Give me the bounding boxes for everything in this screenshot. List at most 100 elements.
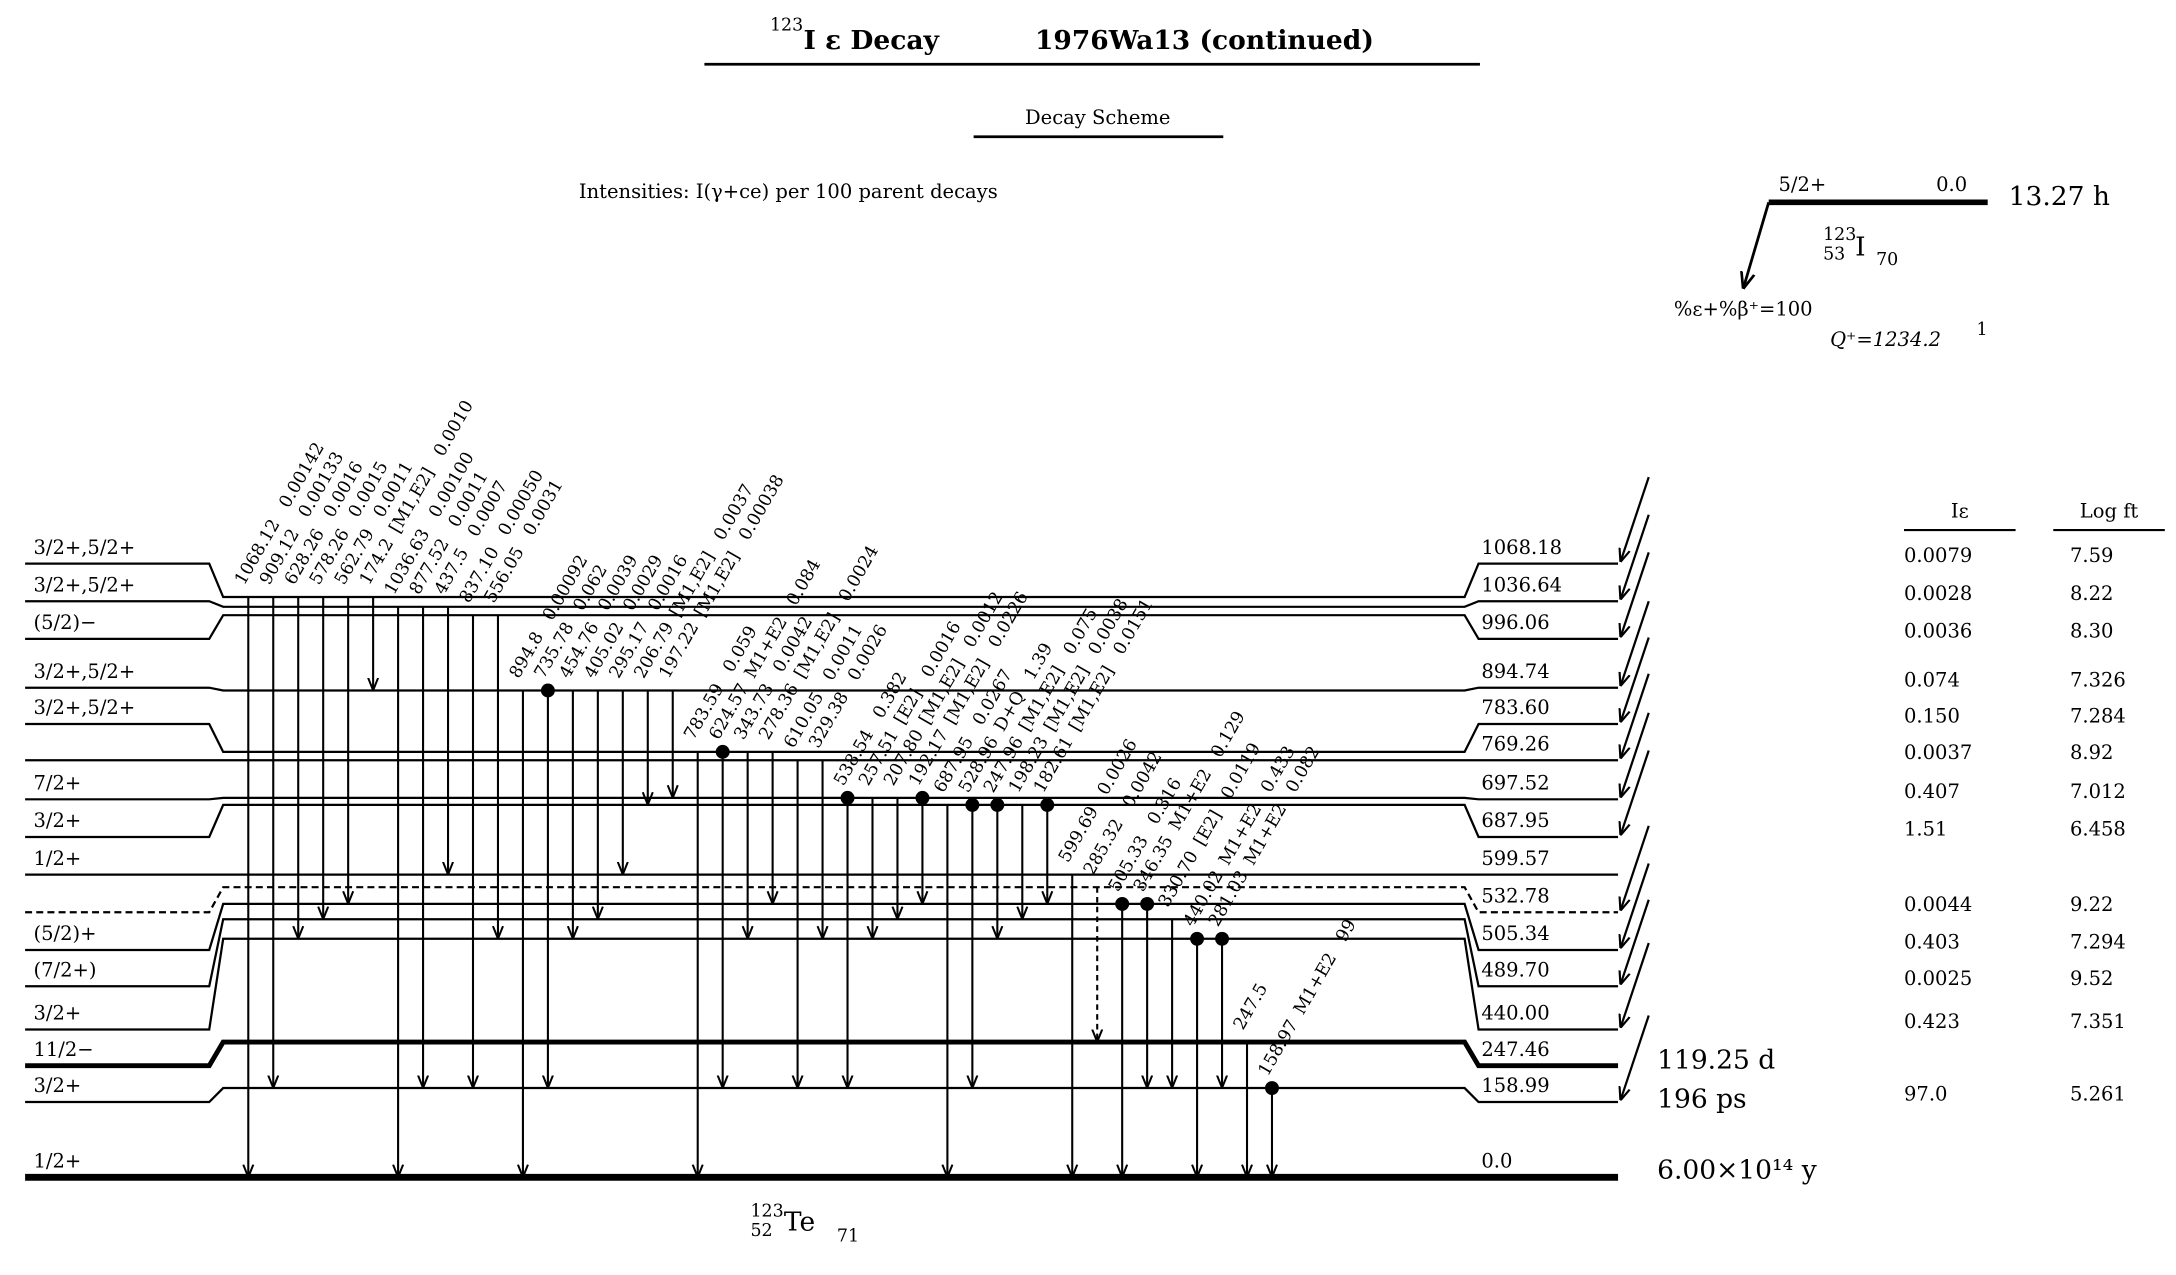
intensities-note: Intensities: I(γ+ce) per 100 parent deca… [579,180,998,203]
gamma-multipolarity: M1+E2 [1290,950,1341,1018]
coincidence-dot [1190,931,1205,946]
parent-z: 53 [1823,244,1845,264]
daughter-mass: 123 [750,1201,783,1221]
parent-q-value: Q⁺=1234.2 [1830,328,1941,351]
level-ie: 0.0028 [1904,582,1972,605]
daughter-z: 52 [750,1221,772,1241]
level-energy: 697.52 [1481,772,1549,795]
level-line [25,937,1619,1031]
level-logft: 8.92 [2070,741,2113,764]
coincidence-dot [1040,797,1055,812]
daughter-nuclide: 123 52 Te 71 [750,1201,859,1246]
level-ie: 0.407 [1904,780,1960,803]
level-jpi: 3/2+,5/2+ [33,536,135,559]
level-energy: 599.57 [1481,847,1549,870]
daughter-symbol: Te [784,1206,815,1237]
coincidence-dot [1215,931,1230,946]
level-logft: 8.30 [2070,620,2113,643]
level-line [25,614,1619,641]
level-energy: 505.34 [1481,922,1549,945]
ec-feeding-arrow [1621,673,1650,758]
level-ie: 0.0036 [1904,620,1972,643]
parent-decay-arrow [1744,201,1771,287]
level-line [25,562,1619,599]
title-mass: 123 [770,16,803,36]
ec-feeding-arrow [1621,600,1650,685]
gamma-energy: 247.5 [1230,980,1272,1033]
ec-feeding-arrow [1621,514,1650,599]
subtitle: Decay Scheme [1025,106,1170,129]
coincidence-dot [915,790,930,805]
level-energy: 687.95 [1481,809,1549,832]
coincidence-dot [965,797,980,812]
gamma-247.5: 247.5 [1230,980,1272,1176]
level-energy: 769.26 [1481,732,1549,755]
title-reference: 1976Wa13 (continued) [1035,25,1374,56]
level-logft: 7.59 [2070,544,2113,567]
parent-branching: %ε+%β⁺=100 [1674,297,1813,320]
logft-header: Log ft [2080,500,2139,523]
level-energy: 894.74 [1481,660,1549,683]
gamma-energy: 158.97 [1255,1017,1303,1080]
level-ie: 0.403 [1904,931,1960,954]
parent-energy: 0.0 [1936,173,1967,196]
levels: 3/2+,5/2+ 1068.18 0.0079 7.593/2+,5/2+1036.… [25,476,2126,1186]
level-energy: 1068.18 [1481,536,1562,559]
level-energy: 158.99 [1481,1074,1549,1097]
level-logft: 7.284 [2070,705,2126,728]
level-energy: 532.78 [1481,885,1549,908]
level-783.60: 3/2+,5/2+ 783.60 0.150 7.284 [25,637,2126,753]
level-logft: 5.261 [2070,1083,2126,1106]
level-ie: 0.074 [1904,668,1960,691]
level-line [25,600,1619,608]
level-jpi: 7/2+ [33,772,81,795]
coincidence-dot [840,790,855,805]
ec-feeding-arrow [1621,552,1650,636]
gamma-transitions: 1068.120.00142909.120.00133628.260.00165… [231,397,1361,1176]
level-energy: 783.60 [1481,696,1549,719]
gamma-label: 247.5 [1230,980,1272,1033]
level-energy: 996.06 [1481,611,1549,634]
level-ie: 0.423 [1904,1010,1960,1033]
level-logft: 7.351 [2070,1010,2126,1033]
level-energy: 0.0 [1481,1150,1512,1173]
parent-q-uncertainty: 1 [1977,320,1988,340]
coincidence-dot [1115,896,1130,911]
level-1068.18: 3/2+,5/2+ 1068.18 0.0079 7.59 [25,476,2113,599]
coincidence-dot [540,683,555,698]
level-energy: 489.70 [1481,958,1549,981]
level-energy: 440.00 [1481,1002,1549,1025]
gamma-intensity: 0.0010 [430,397,478,460]
level-ie: 0.150 [1904,705,1960,728]
title: I ε Decay [803,25,940,56]
gamma-intensity: 99 [1332,916,1360,945]
parent-mass: 123 [1823,225,1856,245]
gamma-158.97: 158.97M1+E2 99 [1255,916,1361,1176]
level-line [25,1039,1619,1069]
level-jpi: 11/2− [33,1038,93,1061]
ec-feeding-arrow [1621,863,1650,947]
gamma-285.32: 285.320.0042 [1080,748,1167,1040]
gamma-538.54: 538.540.382 [830,669,911,1087]
level-logft: 9.22 [2070,893,2113,916]
level-jpi: 3/2+,5/2+ [33,660,135,683]
parent-n: 70 [1876,250,1898,270]
parent-jpi: 5/2+ [1778,173,1826,196]
gamma-437.5: 437.50.0007 [431,478,512,874]
gamma-multipolarity: [E2] [1190,807,1226,849]
level-ie: 0.0025 [1904,967,1972,990]
level-jpi: 3/2+ [33,809,81,832]
level-ie: 0.0079 [1904,544,1972,567]
daughter-n: 71 [837,1226,859,1246]
gamma-intensity: 0.084 [783,556,825,609]
coincidence-dot [1265,1081,1279,1096]
level-ie: 1.51 [1904,818,1947,841]
